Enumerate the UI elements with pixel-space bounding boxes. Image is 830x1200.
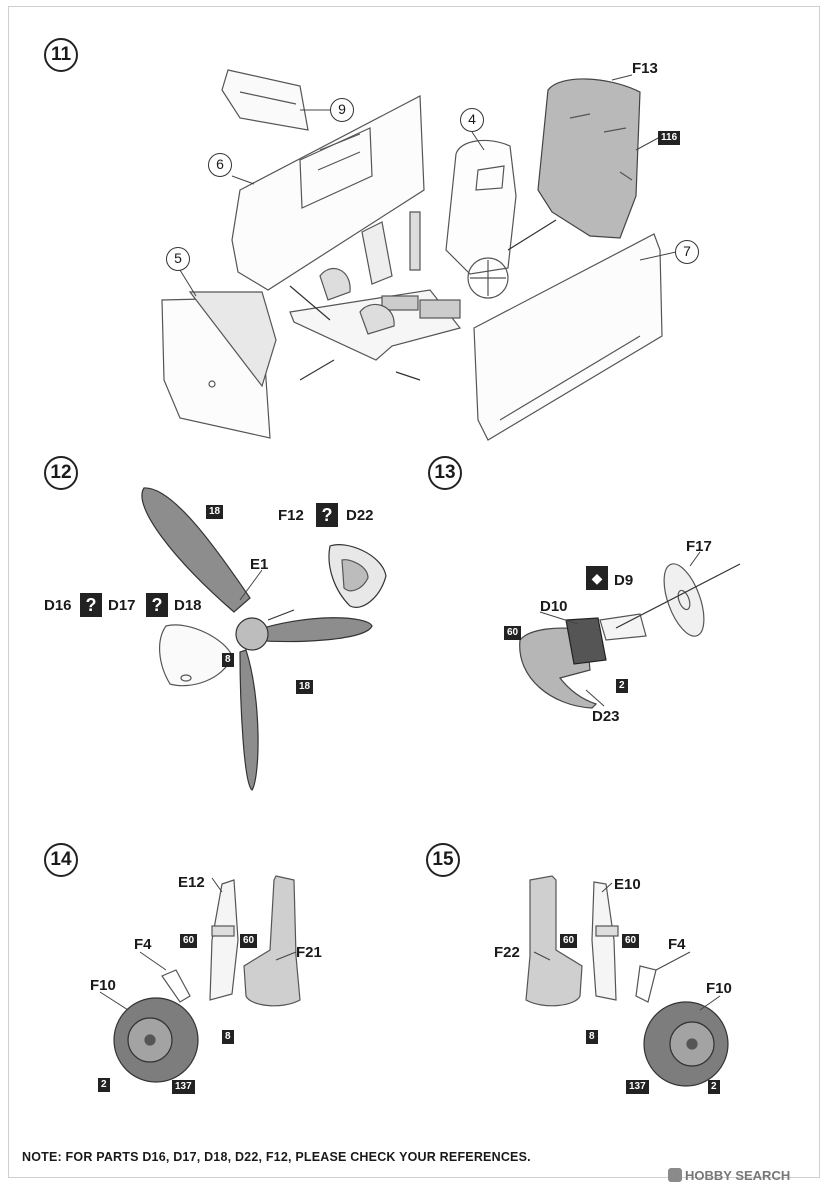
color-code-60-strut: 60 — [180, 934, 198, 948]
callout-7: 7 — [675, 240, 699, 264]
color-code-137: 137 — [626, 1080, 649, 1094]
callout-4: 4 — [460, 108, 484, 132]
hobby-search-logo-icon — [668, 1168, 682, 1182]
hidden-part-icon: ◆ — [586, 566, 608, 590]
color-code-60: 60 — [504, 626, 522, 640]
part-label-f22: F22 — [494, 944, 520, 961]
part-label-f13: F13 — [632, 60, 658, 77]
part-label-f4: F4 — [668, 936, 686, 953]
watermark: HOBBY SEARCH — [668, 1168, 790, 1183]
propeller-assembly-drawing — [141, 487, 387, 791]
question-icon: ? — [316, 503, 338, 527]
callout-9: 9 — [330, 98, 354, 122]
color-code-137: 137 — [172, 1080, 195, 1094]
part-label-f10: F10 — [706, 980, 732, 997]
question-icon: ? — [146, 593, 168, 617]
spinner-hub-drawing — [519, 563, 741, 709]
color-code-2: 2 — [708, 1080, 720, 1094]
leader-lines — [99, 74, 721, 1011]
part-label-f10: F10 — [90, 977, 116, 994]
callout-6: 6 — [208, 153, 232, 177]
color-code-2: 2 — [616, 679, 628, 693]
part-label-f12: F12 — [278, 507, 304, 524]
part-label-d22: D22 — [346, 507, 374, 524]
part-label-d9: D9 — [614, 572, 634, 589]
callout-5: 5 — [166, 247, 190, 271]
part-label-f4: F4 — [134, 936, 152, 953]
part-label-e10: E10 — [614, 876, 641, 893]
color-code-18-bottom: 18 — [296, 680, 314, 694]
question-icon: ? — [80, 593, 102, 617]
color-code-8: 8 — [222, 653, 234, 667]
part-label-d17: D17 — [108, 597, 136, 614]
cockpit-assembly-drawing — [161, 69, 663, 441]
color-code-60-door: 60 — [560, 934, 578, 948]
part-label-f21: F21 — [296, 944, 322, 961]
color-code-18-top: 18 — [206, 505, 224, 519]
part-label-e12: E12 — [178, 874, 205, 891]
step-number-13: 13 — [428, 456, 462, 490]
part-label-d10: D10 — [540, 598, 568, 615]
part-label-e1: E1 — [250, 556, 269, 573]
step-number-11: 11 — [44, 38, 78, 72]
color-code-116: 116 — [658, 131, 681, 145]
part-label-d18: D18 — [174, 597, 202, 614]
part-label-d23: D23 — [592, 708, 620, 725]
step-number-12: 12 — [44, 456, 78, 490]
page-border — [8, 6, 820, 1178]
color-code-8: 8 — [586, 1030, 598, 1044]
color-code-60-door: 60 — [240, 934, 258, 948]
color-code-60-strut: 60 — [622, 934, 640, 948]
part-label-f17: F17 — [686, 538, 712, 555]
step-number-14: 14 — [44, 843, 78, 877]
left-main-gear-drawing — [113, 875, 301, 1083]
color-code-2: 2 — [98, 1078, 110, 1092]
color-code-8: 8 — [222, 1030, 234, 1044]
references-note: NOTE: FOR PARTS D16, D17, D18, D22, F12,… — [22, 1150, 531, 1164]
step-number-15: 15 — [426, 843, 460, 877]
part-label-d16: D16 — [44, 597, 72, 614]
right-main-gear-drawing — [525, 875, 729, 1087]
